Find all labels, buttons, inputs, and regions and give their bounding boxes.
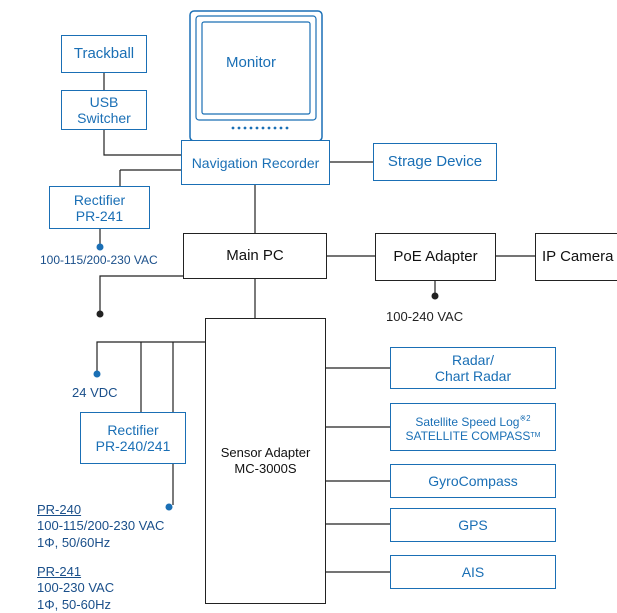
ip-camera-box: IP Camera xyxy=(535,233,617,281)
pr241-line1: 100-230 VAC xyxy=(37,580,115,595)
vac-top-label: 100-115/200-230 VAC xyxy=(40,253,158,267)
radar-line2: Chart Radar xyxy=(434,368,512,384)
gyrocompass-box: GyroCompass xyxy=(390,464,556,498)
rectifier-mid-line2: PR-240/241 xyxy=(95,438,171,454)
poe-adapter-box: PoE Adapter xyxy=(375,233,496,281)
ip-camera-label: IP Camera xyxy=(542,248,614,265)
vdc-label: 24 VDC xyxy=(72,385,118,400)
gps-label: GPS xyxy=(458,517,488,533)
storage-device-box: Strage Device xyxy=(373,143,497,181)
usb-switcher-line2: Switcher xyxy=(77,110,131,126)
monitor-frame xyxy=(189,10,323,142)
usb-switcher-box: USB Switcher xyxy=(61,90,147,130)
speed-log-tm: TM xyxy=(530,431,541,439)
pr240-line1: 100-115/200-230 VAC xyxy=(37,518,165,533)
navigation-recorder-box: Navigation Recorder xyxy=(181,140,330,185)
ais-box: AIS xyxy=(390,555,556,589)
speed-log-line2: SATELLITE COMPASS xyxy=(405,428,531,443)
radar-line1: Radar/ xyxy=(451,352,494,368)
usb-switcher-line1: USB xyxy=(89,94,119,110)
storage-device-label: Strage Device xyxy=(387,153,483,170)
gps-box: GPS xyxy=(390,508,556,542)
rectifier-top-box: Rectifier PR-241 xyxy=(49,186,150,229)
pr240-line2: 1Φ, 50/60Hz xyxy=(37,535,111,550)
pr240-title: PR-240 xyxy=(37,502,82,517)
rectifier-top-line1: Rectifier xyxy=(73,191,126,208)
rectifier-mid-line1: Rectifier xyxy=(107,422,159,438)
vac-poe-label: 100-240 VAC xyxy=(386,309,464,324)
navigation-recorder-label: Navigation Recorder xyxy=(191,154,320,171)
speed-log-note: ※2 xyxy=(519,413,531,423)
main-pc-box: Main PC xyxy=(183,233,327,279)
trackball-box: Trackball xyxy=(61,35,147,73)
gyrocompass-label: GyroCompass xyxy=(428,473,518,489)
rectifier-top-line2: PR-241 xyxy=(75,207,124,224)
radar-box: Radar/ Chart Radar xyxy=(390,347,556,389)
ais-label: AIS xyxy=(461,564,485,580)
sensor-adapter-box: Sensor Adapter MC-3000S xyxy=(205,318,326,604)
main-pc-label: Main PC xyxy=(226,247,284,264)
pr241-line2: 1Φ, 50-60Hz xyxy=(37,597,111,612)
pr241-title: PR-241 xyxy=(37,564,82,579)
sensor-adapter-line2: MC-3000S xyxy=(234,461,297,476)
speed-log-line1: Satellite Speed Log xyxy=(415,414,520,429)
monitor-label: Monitor xyxy=(226,54,277,71)
sensor-adapter-line1: Sensor Adapter xyxy=(220,445,311,460)
rectifier-mid-box: Rectifier PR-240/241 xyxy=(80,412,186,464)
speed-log-box: Satellite Speed Log※2 SATELLITE COMPASST… xyxy=(390,403,556,451)
poe-adapter-label: PoE Adapter xyxy=(393,248,478,265)
trackball-label: Trackball xyxy=(73,45,135,62)
